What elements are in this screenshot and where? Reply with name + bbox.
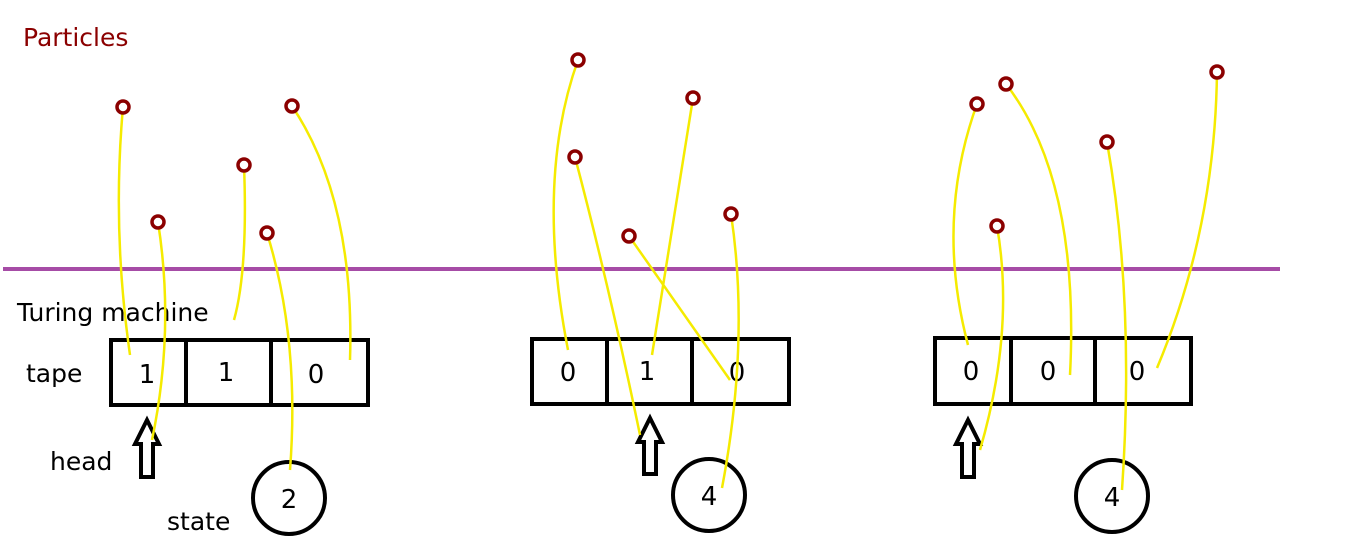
particle-icon xyxy=(259,225,275,241)
particle-icon xyxy=(284,98,300,114)
particle-thread xyxy=(1005,83,1073,376)
particle-thread xyxy=(720,213,740,489)
tape-cell: 0 xyxy=(560,358,577,388)
particle-icon xyxy=(570,52,586,68)
tape-cell: 0 xyxy=(963,357,980,387)
particle-thread xyxy=(265,232,294,471)
tape-cell: 1 xyxy=(639,357,656,387)
tape-cell: 0 xyxy=(308,360,325,390)
particle-thread xyxy=(573,156,642,436)
particle-thread xyxy=(552,59,580,351)
particle-icon xyxy=(969,96,985,112)
particle-icon xyxy=(1099,134,1115,150)
state-value: 2 xyxy=(281,485,298,515)
tape xyxy=(530,337,791,406)
particles-title: Particles xyxy=(23,23,128,52)
particle-thread xyxy=(232,164,247,321)
particle-threads xyxy=(117,59,1219,491)
particle-thread xyxy=(290,105,352,361)
particle-icon xyxy=(1209,64,1225,80)
state-circle xyxy=(1074,458,1150,534)
state-value: 4 xyxy=(1104,483,1121,513)
tape xyxy=(933,336,1193,406)
state-label: state xyxy=(167,507,230,536)
turing-machine-label: Turing machine xyxy=(16,298,209,327)
state-circle xyxy=(671,457,747,533)
tape-cell: 0 xyxy=(1040,357,1057,387)
tape xyxy=(109,338,370,407)
head-arrow-icon xyxy=(634,413,666,476)
tape-label: tape xyxy=(26,359,82,388)
particle-icon xyxy=(989,218,1005,234)
head-arrow-icon xyxy=(952,415,984,479)
particle-icon xyxy=(567,149,583,165)
particle-icon xyxy=(236,157,252,173)
particle-thread xyxy=(627,235,732,381)
particle-icon xyxy=(115,99,131,115)
tape-cell: 0 xyxy=(1129,357,1146,387)
tape-cell: 1 xyxy=(139,360,156,390)
machine-1: 1 1 0 2 xyxy=(109,338,370,536)
particle-icon xyxy=(723,206,739,222)
particle-thread xyxy=(150,221,167,441)
particle-thread xyxy=(1155,71,1219,369)
particle-icon xyxy=(150,214,166,230)
particle-thread xyxy=(1105,141,1128,491)
particle-thread xyxy=(117,106,132,356)
tape-cell: 1 xyxy=(218,358,235,388)
machine-2: 0 1 0 4 xyxy=(530,337,791,533)
particle-thread xyxy=(978,225,1005,451)
state-circle xyxy=(251,460,327,536)
state-value: 4 xyxy=(701,482,718,512)
machine-3: 0 0 0 4 xyxy=(933,336,1193,534)
particles xyxy=(115,52,1225,244)
particle-icon xyxy=(621,228,637,244)
head-label: head xyxy=(50,447,112,476)
particle-thread xyxy=(650,97,695,356)
particle-thread xyxy=(952,103,979,346)
particle-icon xyxy=(685,90,701,106)
particle-icon xyxy=(998,76,1014,92)
